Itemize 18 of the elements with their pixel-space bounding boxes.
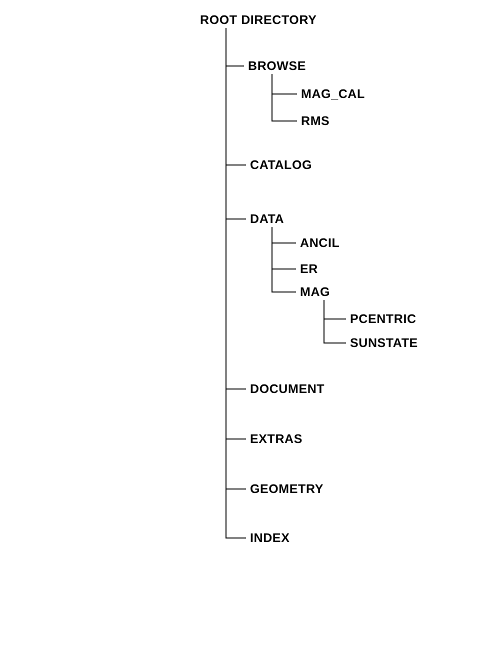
directory-label: GEOMETRY bbox=[250, 482, 324, 496]
directory-label: INDEX bbox=[250, 531, 290, 545]
tree-connector bbox=[272, 226, 296, 292]
directory-label: ROOT DIRECTORY bbox=[200, 13, 317, 27]
directory-label: BROWSE bbox=[248, 59, 306, 73]
directory-label: RMS bbox=[301, 114, 330, 128]
tree-connector bbox=[272, 74, 298, 122]
directory-label: CATALOG bbox=[250, 158, 312, 172]
directory-label: EXTRAS bbox=[250, 432, 303, 446]
tree-connector bbox=[324, 300, 346, 344]
directory-label: MAG bbox=[300, 285, 330, 299]
directory-label: DOCUMENT bbox=[250, 382, 325, 396]
directory-label: MAG_CAL bbox=[301, 87, 365, 101]
directory-label: ER bbox=[300, 262, 318, 276]
directory-label: SUNSTATE bbox=[350, 336, 418, 350]
directory-label: PCENTRIC bbox=[350, 312, 416, 326]
directory-label: DATA bbox=[250, 212, 284, 226]
directory-label: ANCIL bbox=[300, 236, 340, 250]
